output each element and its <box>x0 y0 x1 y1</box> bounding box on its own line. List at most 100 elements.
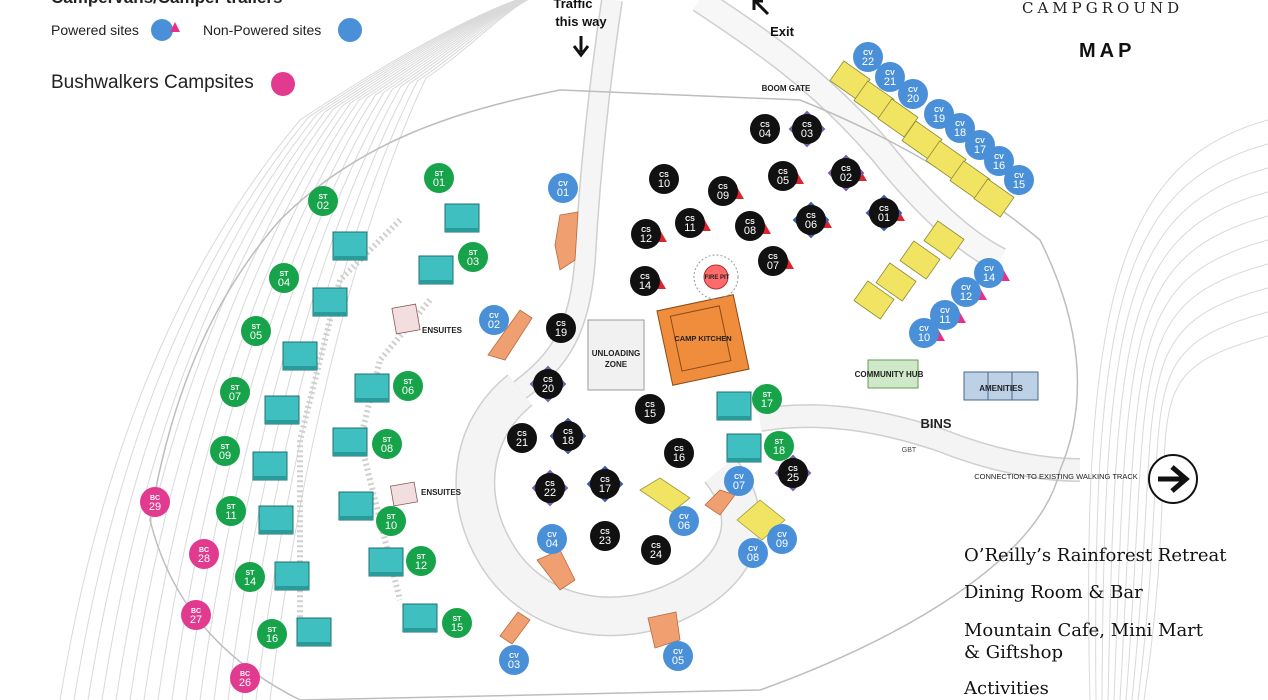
svg-text:06: 06 <box>402 385 414 397</box>
cabins <box>252 203 762 647</box>
svg-text:CV: CV <box>984 266 994 273</box>
svg-text:24: 24 <box>650 549 662 561</box>
svg-text:BC: BC <box>240 671 250 678</box>
destination-giftshop-link[interactable]: & Giftshop <box>964 642 1063 663</box>
svg-text:CS: CS <box>778 169 788 176</box>
non-powered-legend-label: Non-Powered sites <box>203 22 322 38</box>
destination-cafe-link[interactable]: Mountain Cafe, Mini Mart <box>964 620 1204 641</box>
zone-label: ZONE <box>605 360 628 369</box>
svg-text:CV: CV <box>885 70 895 77</box>
destination-activities-link[interactable]: Activities <box>964 678 1049 699</box>
svg-text:29: 29 <box>149 501 161 513</box>
svg-text:14: 14 <box>639 280 651 292</box>
svg-text:11: 11 <box>684 222 695 234</box>
svg-text:CS: CS <box>600 477 610 484</box>
walking-track-arrow-icon[interactable] <box>1148 454 1198 504</box>
svg-text:ST: ST <box>383 437 393 444</box>
bushwalkers-legend-label: Bushwalkers Campsites <box>51 72 254 93</box>
svg-text:ST: ST <box>246 570 256 577</box>
svg-text:CS: CS <box>543 377 553 384</box>
svg-text:CS: CS <box>879 206 889 213</box>
svg-text:CS: CS <box>640 274 650 281</box>
destination-dining-link[interactable]: Dining Room & Bar <box>964 582 1143 603</box>
amenities-label: AMENITIES <box>979 384 1023 393</box>
fire-pit <box>703 264 729 290</box>
terrain-contours <box>59 0 1268 700</box>
svg-text:17: 17 <box>761 398 773 410</box>
svg-text:CS: CS <box>841 166 851 173</box>
svg-text:12: 12 <box>640 233 652 245</box>
svg-text:02: 02 <box>488 319 500 331</box>
svg-text:21: 21 <box>884 76 896 88</box>
svg-text:16: 16 <box>673 452 685 464</box>
svg-text:CV: CV <box>777 532 787 539</box>
destination-retreat-link[interactable]: O’Reilly’s Rainforest Retreat <box>964 545 1227 566</box>
svg-text:ST: ST <box>435 171 445 178</box>
